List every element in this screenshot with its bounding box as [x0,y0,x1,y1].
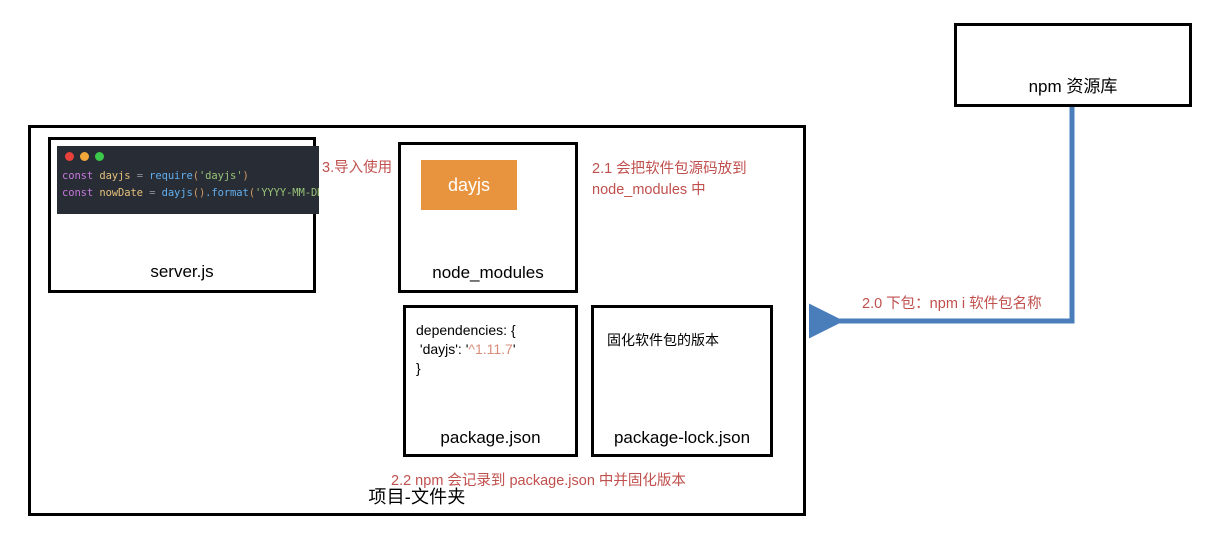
code-line-1: const dayjs = require('dayjs') [62,170,249,182]
close-dot-icon [65,152,74,161]
code-keyword-const-2: const [62,187,94,199]
package-lock-json-box[interactable]: 固化软件包的版本 package-lock.json [591,305,773,457]
code-operator-equals-1: = [136,170,143,182]
annotation-record-version: 2.2 npm 会记录到 package.json 中并固化版本 [391,473,686,489]
code-string-dayjs: 'dayjs' [198,170,243,182]
project-folder-label: 项目-文件夹 [368,487,466,507]
node-modules-box[interactable]: dayjs node_modules [398,142,578,293]
annotation-download-command: 2.0 下包：npm i 软件包名称 [862,296,1042,312]
code-editor-window: const dayjs = require('dayjs') const now… [57,146,319,214]
package-lock-json-label: package-lock.json [613,428,751,447]
code-paren-open-1: ( [192,170,199,182]
code-operator-equals-2: = [149,187,156,199]
window-traffic-lights [65,152,104,161]
maximize-dot-icon [95,152,104,161]
package-lock-note: 固化软件包的版本 [607,332,719,348]
package-json-label: package.json [440,428,541,447]
code-keyword-const-1: const [62,170,94,182]
package-json-dep-version: ^1.11.7 [468,340,513,357]
server-js-label: server.js [150,262,214,281]
arrow-download-package [809,107,1075,339]
code-var-nowdate: nowDate [99,187,143,199]
package-json-dep-key: 'dayjs': ' [416,340,469,357]
package-json-dep-quote: ' [512,340,516,357]
annotation-copy-source: 2.1 会把软件包源码放到 node_modules 中 [592,161,747,199]
annotation-import-usage: 3.导入使用 [322,160,393,176]
code-fn-format: .format [205,187,249,199]
npm-registry-label: npm 资源库 [1028,77,1118,96]
dayjs-package-chip[interactable]: dayjs [421,160,517,210]
package-json-box[interactable]: dependencies: { 'dayjs': '^1.11.7' } pac… [403,305,578,457]
code-paren-open-2: ( [248,187,255,199]
package-json-code-snippet: dependencies: { 'dayjs': '^1.11.7' } [416,321,516,378]
code-line-2: const nowDate = dayjs().format('YYYY-MM-… [62,187,319,199]
code-call-parens: () [192,187,206,199]
code-var-dayjs: dayjs [99,170,131,182]
npm-registry-box[interactable]: npm 资源库 [954,23,1192,107]
code-string-dateformat: 'YYYY-MM-DD' [254,187,319,199]
code-fn-require: require [149,170,193,182]
package-json-deps-close: } [416,359,421,376]
server-js-box[interactable]: const dayjs = require('dayjs') const now… [48,137,319,293]
code-fn-dayjs-call: dayjs [161,187,193,199]
minimize-dot-icon [80,152,89,161]
node-modules-label: node_modules [432,263,544,282]
code-paren-close-1: ) [242,170,249,182]
package-json-deps-open: dependencies: { [416,322,516,338]
